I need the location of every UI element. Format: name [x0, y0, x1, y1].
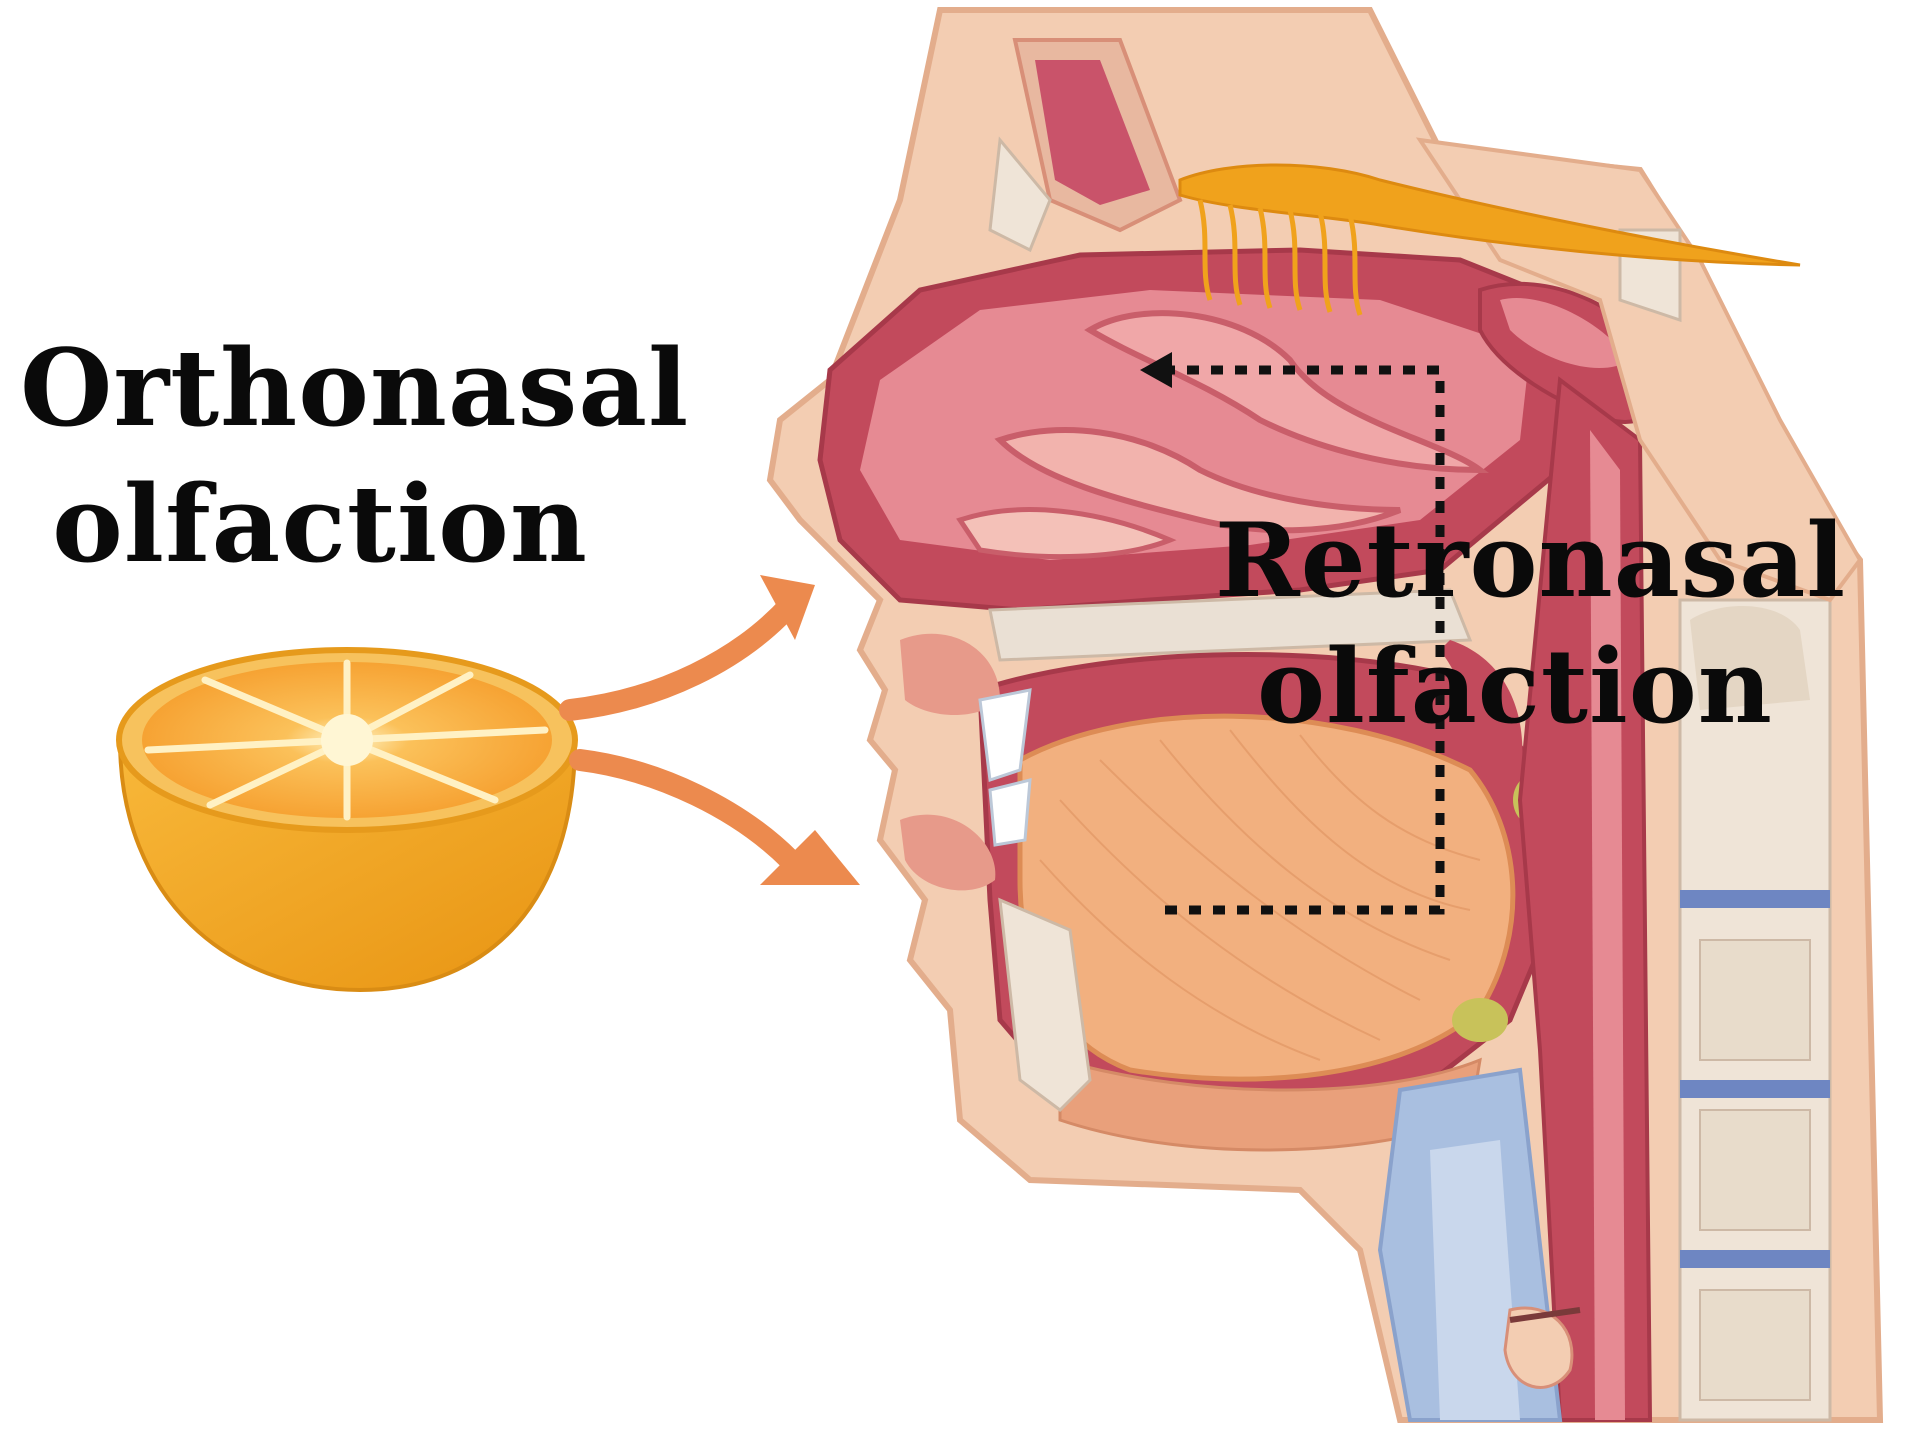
olfactory-bulb-icon: [1178, 163, 1801, 316]
head-cross-section-icon: [766, 7, 1884, 1423]
pathway-arrowhead: [1140, 352, 1172, 388]
retronasal-arrow: [569, 749, 860, 885]
retronasal-label-line1: Retronasal: [1215, 501, 1847, 621]
orthonasal-label: Orthonasal olfaction: [20, 325, 690, 586]
retronasal-label-line2: olfaction: [1257, 627, 1773, 747]
orthonasal-arrow: [559, 575, 815, 721]
spine: [1678, 598, 1832, 1422]
orthonasal-label-line1: Orthonasal: [20, 325, 690, 450]
orange-half-icon: [116, 647, 578, 993]
retronasal-label: Retronasal olfaction: [1215, 501, 1847, 747]
orthonasal-label-line2: olfaction: [52, 461, 588, 586]
